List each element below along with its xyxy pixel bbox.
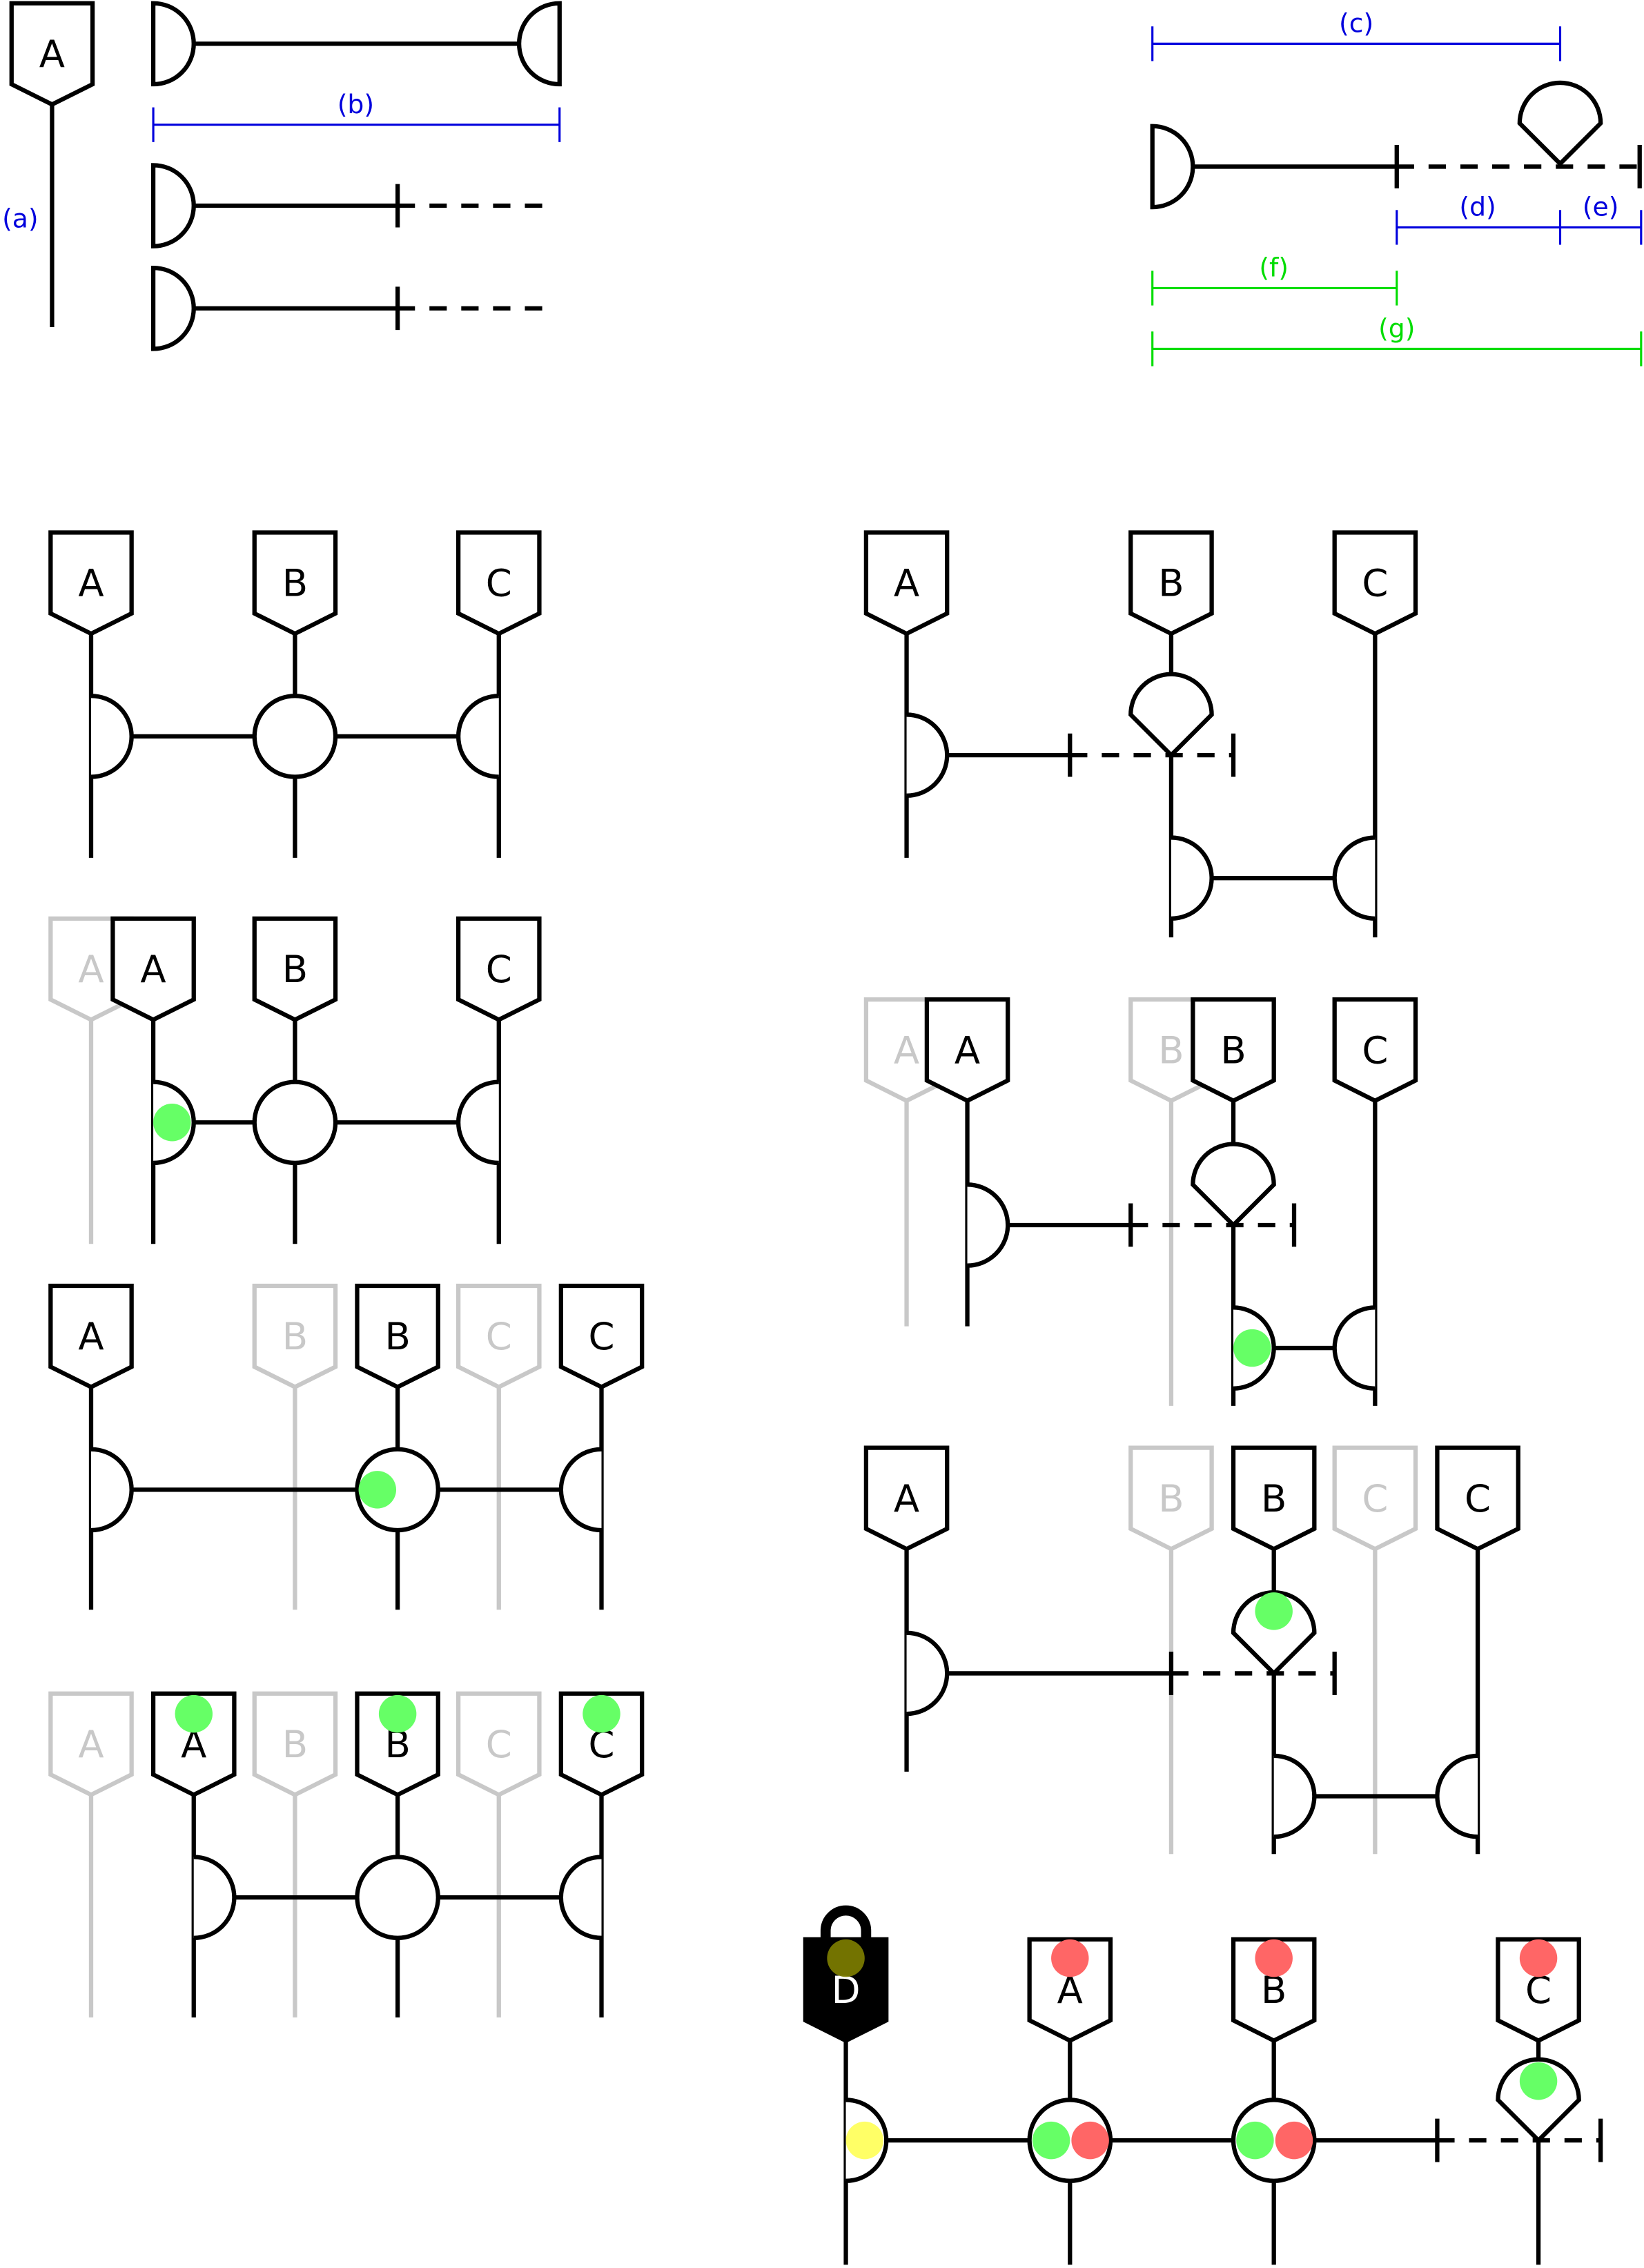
p2-label-b: B <box>282 947 308 991</box>
legend-label-c: (c) <box>1339 8 1373 39</box>
legend-label-b: (b) <box>337 89 374 119</box>
p3-ghost-node-c <box>458 1286 539 1610</box>
p4-green-dot-a <box>175 1694 213 1733</box>
p2-ghost-label-a: A <box>78 947 104 991</box>
legend-label-d: (d) <box>1459 192 1496 222</box>
panel-3: B C A B C <box>50 1286 642 1610</box>
legend-label-e: (e) <box>1583 192 1619 222</box>
legend-node-a-label: A <box>39 32 65 76</box>
p6-ghost-node-a <box>866 999 947 1327</box>
p4-green-dot-b <box>378 1694 417 1733</box>
p5-label-a: A <box>894 561 919 605</box>
p4-ghost-node-a <box>50 1694 131 2018</box>
p4-ghost-label-b: B <box>282 1722 308 1766</box>
p1-label-c: C <box>486 561 512 605</box>
p4-ghost-label-a: A <box>78 1722 104 1766</box>
p3-label-b: B <box>384 1314 410 1358</box>
p8-olive-dot-d <box>827 1939 865 1977</box>
p8-red-dot-link-a <box>1071 2121 1109 2160</box>
p8-red-dot-b <box>1255 1939 1293 1977</box>
p4-ghost-label-c: C <box>486 1722 512 1766</box>
legend-partial-link-1 <box>150 163 556 248</box>
p6-ghost-label-b: B <box>1158 1028 1184 1072</box>
p6-green-dot <box>1233 1329 1271 1367</box>
measure-f <box>1151 271 1398 306</box>
p2-label-a: A <box>140 947 166 991</box>
p7-ghost-label-b: B <box>1158 1476 1184 1521</box>
p4-ghost-node-b <box>255 1694 335 2018</box>
p8-yellow-dot-d <box>845 2121 884 2160</box>
p3-ghost-label-b: B <box>282 1314 308 1358</box>
p4-links <box>193 1855 602 1940</box>
measure-b <box>152 107 561 142</box>
p8-links <box>845 2057 1603 2183</box>
p7-ghost-node-c <box>1335 1448 1416 1855</box>
legend-full-link <box>150 1 562 87</box>
p1-label-b: B <box>282 561 308 605</box>
p3-label-a: A <box>78 1314 104 1358</box>
p3-node-a <box>50 1286 131 1610</box>
p6-ghost-label-a: A <box>894 1028 919 1072</box>
p1-label-a: A <box>78 561 104 605</box>
p7-ghost-node-b <box>1131 1448 1211 1855</box>
p2-label-c: C <box>486 947 512 991</box>
p5-links <box>906 672 1376 921</box>
legend-label-g: (g) <box>1378 313 1415 344</box>
p3-green-dot <box>358 1471 397 1509</box>
panel-4: A B C A B C <box>50 1694 642 2018</box>
p7-label-a: A <box>894 1476 919 1521</box>
p8-red-dot-link-b <box>1275 2121 1313 2160</box>
legend-label-a: (a) <box>2 203 39 233</box>
p8-red-dot-c <box>1519 1939 1558 1977</box>
p8-green-dot-c <box>1519 2062 1558 2100</box>
panel-5: A B C <box>866 532 1416 938</box>
p7-ghost-label-c: C <box>1362 1476 1388 1521</box>
panel-2: A A B C <box>50 919 539 1244</box>
legend-node-a <box>12 3 92 327</box>
p1-links <box>90 694 499 779</box>
legend-partial-link-2 <box>150 265 556 351</box>
p8-red-dot-a <box>1051 1939 1089 1977</box>
p7-label-b: B <box>1261 1476 1286 1521</box>
measure-c <box>1151 26 1562 61</box>
p7-label-c: C <box>1465 1476 1491 1521</box>
p5-label-c: C <box>1362 561 1388 605</box>
p3-ghost-label-c: C <box>486 1314 512 1358</box>
p6-label-b: B <box>1220 1028 1246 1072</box>
p6-ghost-node-b <box>1131 999 1211 1406</box>
p6-label-a: A <box>955 1028 980 1072</box>
legend: A (a) (b) <box>2 1 1643 366</box>
measure-e <box>1560 210 1643 245</box>
panel-7: B C A B C <box>866 1448 1518 1855</box>
legend-measured-link <box>1150 80 1642 210</box>
p2-links <box>153 1079 499 1166</box>
p3-label-c: C <box>588 1314 614 1358</box>
p2-ghost-node-a <box>50 919 131 1244</box>
lock-icon <box>820 1905 872 1943</box>
panel-8: D A B C <box>803 1905 1603 2265</box>
p4-green-dot-c <box>583 1694 620 1733</box>
p4-ghost-node-c <box>458 1694 539 2018</box>
p1-node-a <box>50 532 131 858</box>
p7-links <box>906 1590 1478 1839</box>
p3-ghost-node-b <box>255 1286 335 1610</box>
p2-green-dot <box>153 1104 191 1142</box>
panel-6: A B A B C <box>866 999 1416 1406</box>
p6-label-c: C <box>1362 1028 1388 1072</box>
p8-green-dot-a <box>1032 2121 1070 2160</box>
legend-label-f: (f) <box>1259 253 1289 283</box>
p3-links <box>90 1447 602 1533</box>
p8-green-dot-b <box>1236 2121 1274 2160</box>
panel-1: A B C <box>50 532 539 858</box>
p7-green-dot <box>1255 1592 1293 1630</box>
measure-g <box>1151 331 1643 366</box>
p5-label-b: B <box>1158 561 1184 605</box>
